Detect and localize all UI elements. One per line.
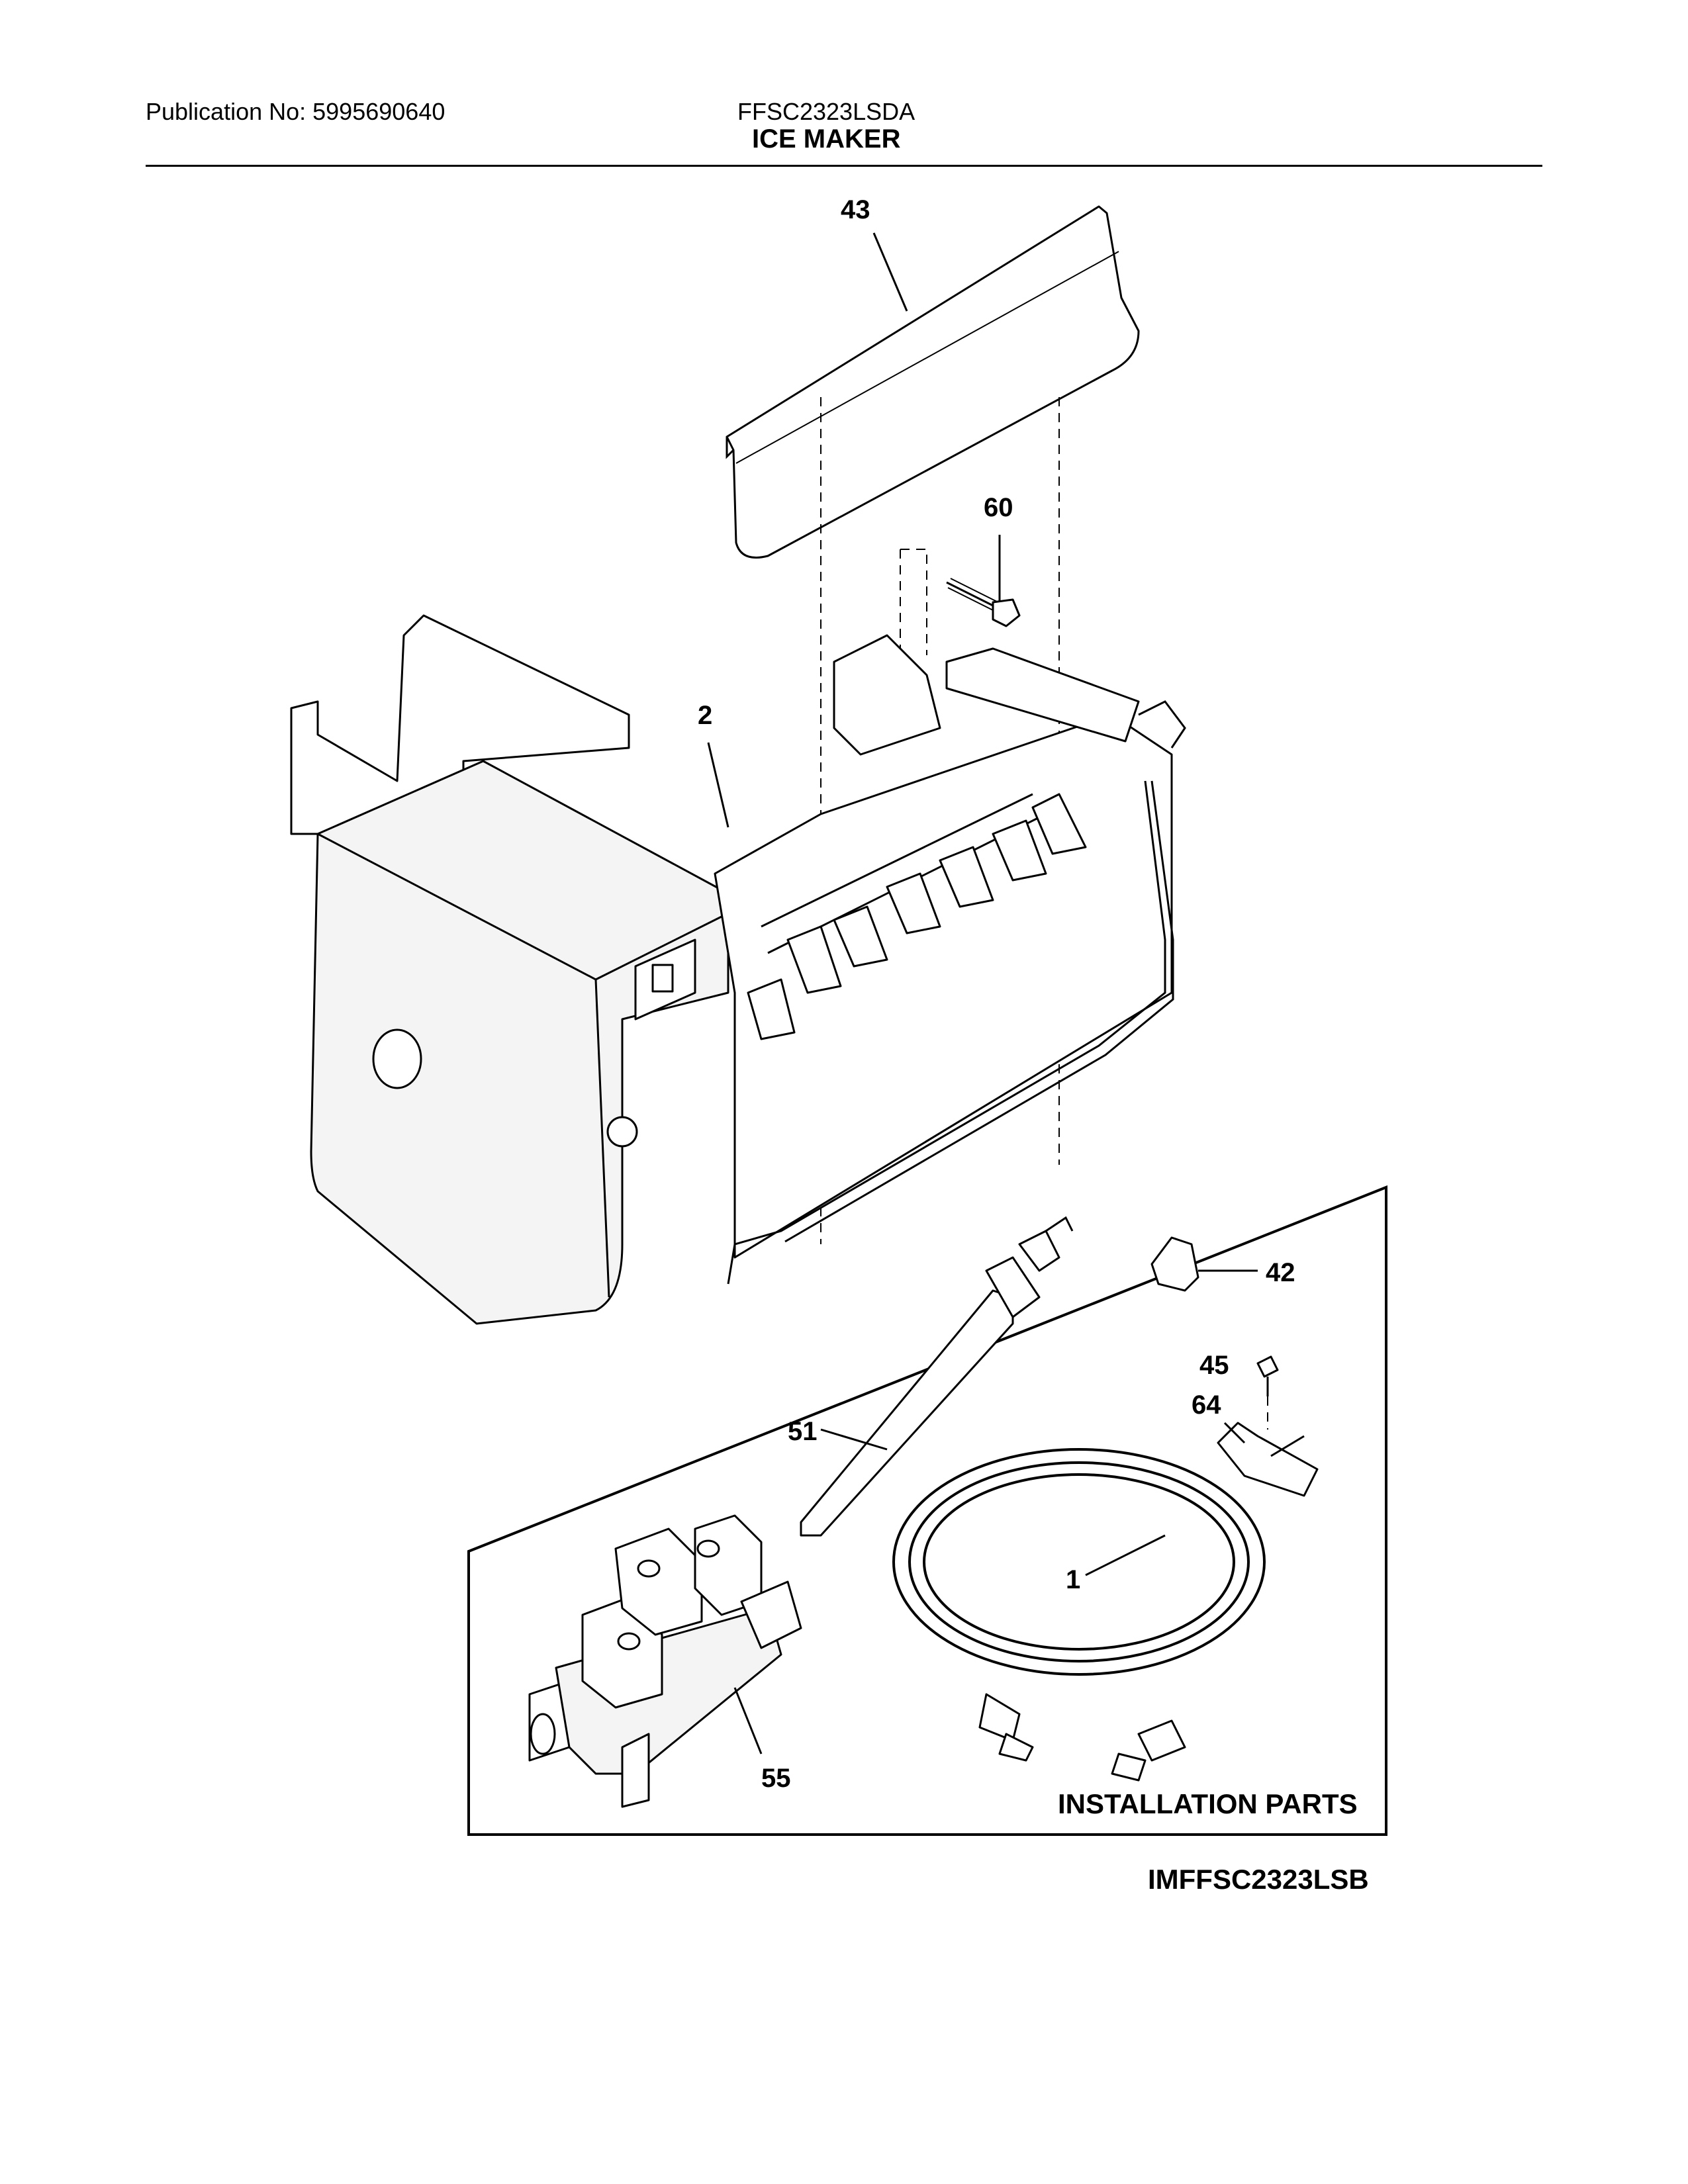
model-number: FFSC2323LSDA [737, 98, 915, 125]
callout-42: 42 [1266, 1258, 1295, 1287]
part-1-water-tube [892, 1448, 1266, 1782]
part-51-fill-tube [800, 1216, 1074, 1537]
leader-line-64 [1223, 1422, 1246, 1444]
installation-parts-box [467, 1185, 1387, 1836]
publication-number: Publication No: 5995690640 [146, 98, 445, 125]
leader-line-1 [1085, 1534, 1166, 1576]
alignment-line [900, 549, 927, 715]
callout-45: 45 [1199, 1351, 1229, 1380]
callout-64: 64 [1192, 1390, 1221, 1420]
page-title: ICE MAKER [752, 124, 901, 154]
diagram-id: IMFFSC2323LSB [1148, 1864, 1369, 1895]
callout-51: 51 [788, 1417, 818, 1446]
part-55-water-valve [528, 1514, 802, 1808]
installation-parts-label: INSTALLATION PARTS [1058, 1788, 1358, 1819]
leader-line-2 [707, 742, 729, 828]
leader-line-51 [820, 1428, 888, 1451]
callout-2: 2 [698, 701, 712, 730]
callout-1: 1 [1066, 1565, 1080, 1594]
part-60-screw [946, 578, 1021, 627]
callout-55: 55 [761, 1764, 791, 1793]
leader-line-55 [733, 1687, 763, 1754]
part-42-clip [1150, 1236, 1199, 1292]
part-2-ice-maker [290, 614, 1186, 1325]
header-divider [146, 165, 1542, 167]
callout-43: 43 [841, 195, 870, 224]
part-43-shelf [726, 205, 1140, 559]
leader-line-43 [872, 232, 908, 312]
part-45-screw [1256, 1355, 1279, 1430]
callout-60: 60 [984, 493, 1013, 522]
part-64-clamp [1217, 1422, 1319, 1497]
